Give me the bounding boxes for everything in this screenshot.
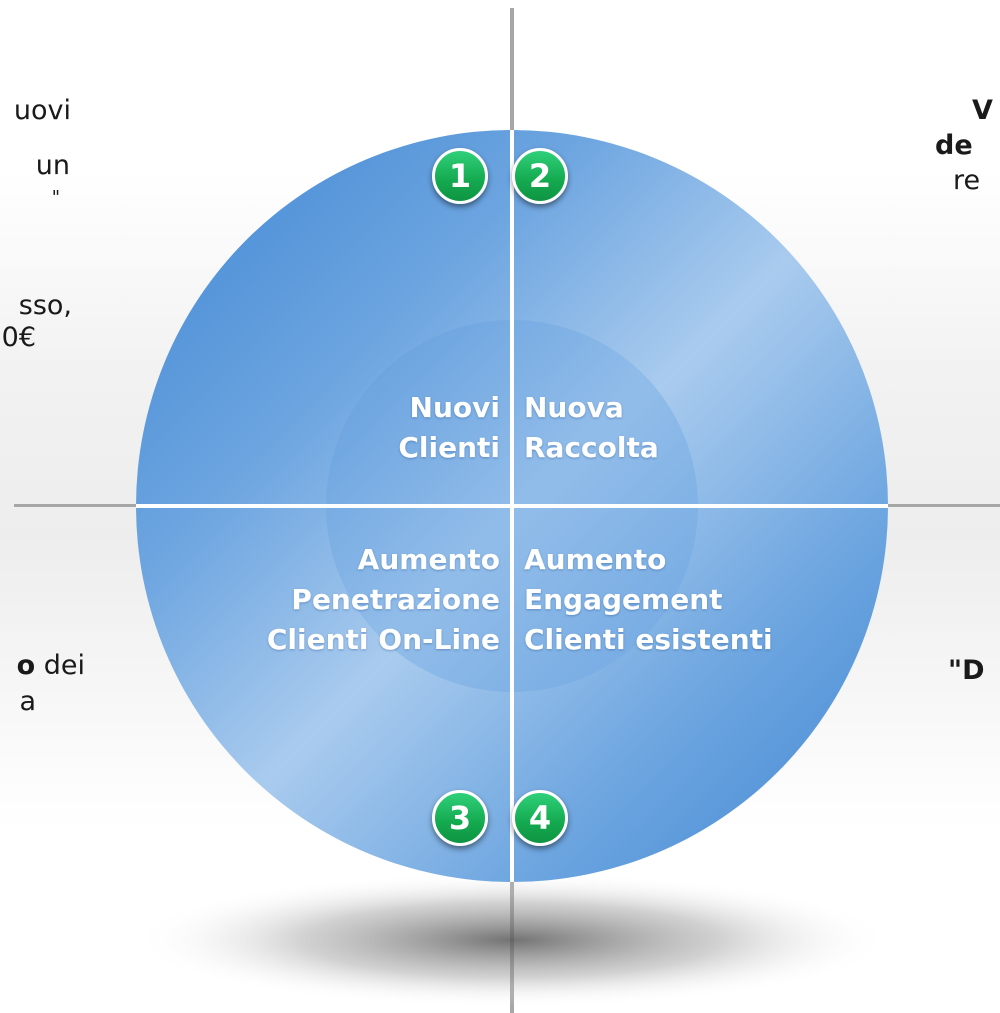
left-text-3: " — [51, 187, 60, 208]
quadrant-4-line-3: Clienti esistenti — [524, 623, 773, 656]
right-text-4-bold: "D — [948, 655, 985, 686]
left-text-6: o dei — [0, 648, 85, 684]
quadrant-1-line-2: Clienti — [398, 431, 500, 464]
quadrant-4-label: Aumento Engagement Clienti esistenti — [524, 540, 773, 660]
left-text-2: un — [35, 150, 70, 181]
quadrant-2-line-2: Raccolta — [524, 431, 659, 464]
badge-2: 2 — [512, 148, 568, 204]
quadrant-3-line-2: Penetrazione — [291, 583, 500, 616]
right-text-3: re — [953, 165, 981, 196]
badge-1: 1 — [432, 148, 488, 204]
right-text-2: de — [935, 128, 973, 164]
right-text-2-bold: de — [935, 130, 973, 161]
right-text-1-bold: V — [972, 95, 993, 126]
quadrant-2-label: Nuova Raccolta — [524, 388, 659, 468]
left-text-5: 0€ — [1, 322, 36, 353]
floor-shadow — [132, 872, 892, 1008]
left-text-6-rest: dei — [35, 650, 85, 681]
quadrant-1-label: Nuovi Clienti — [398, 388, 500, 468]
badge-4: 4 — [512, 790, 568, 846]
left-text-7: a — [19, 686, 36, 717]
quadrant-1-line-1: Nuovi — [409, 391, 500, 424]
quadrant-2-line-1: Nuova — [524, 391, 624, 424]
right-text-4: "D — [948, 653, 984, 689]
left-text-1: uovi — [13, 95, 71, 126]
badge-3: 3 — [432, 790, 488, 846]
quadrant-3-label: Aumento Penetrazione Clienti On-Line — [267, 540, 500, 660]
left-text-4: sso, — [18, 290, 72, 321]
left-text-6-bold: o — [16, 650, 36, 681]
quadrant-4-line-1: Aumento — [524, 543, 667, 576]
quadrant-3-line-3: Clienti On-Line — [266, 623, 500, 656]
right-text-1: V — [972, 93, 993, 129]
quadrant-3-line-1: Aumento — [357, 543, 500, 576]
quadrant-4-line-2: Engagement — [524, 583, 723, 616]
